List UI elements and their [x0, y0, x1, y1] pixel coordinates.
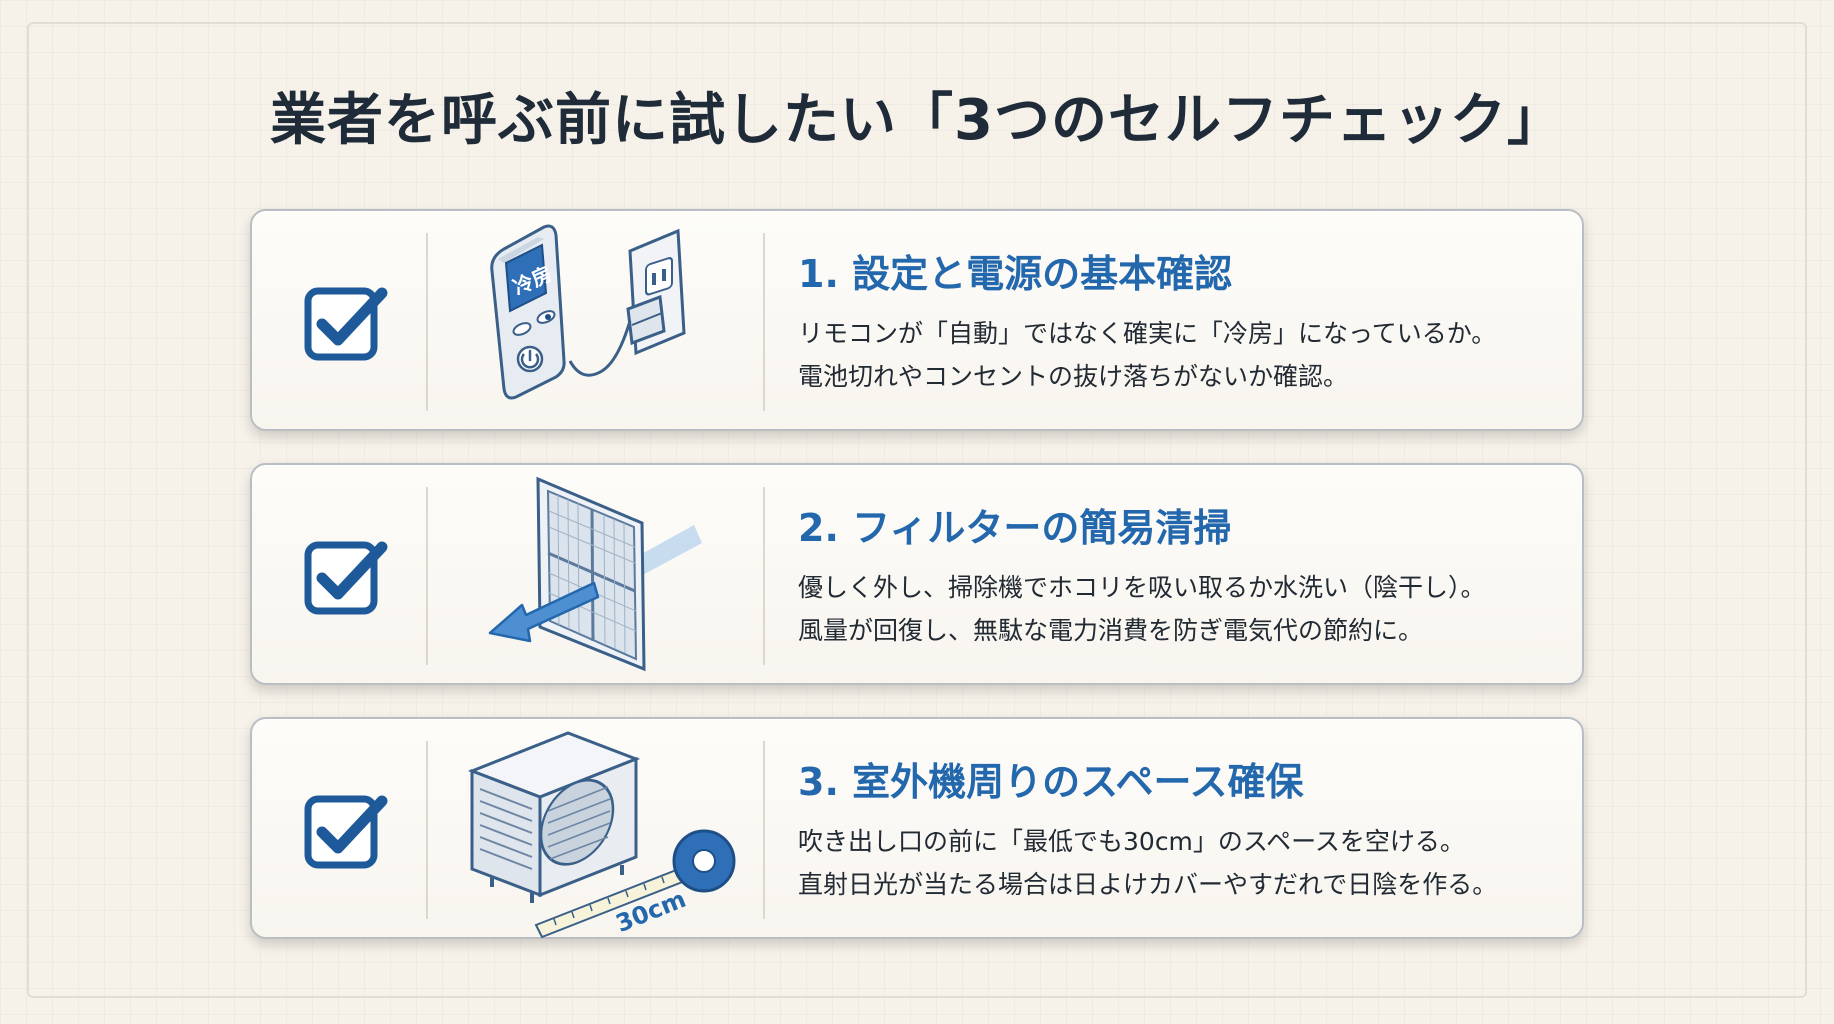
check-title: 2. フィルターの簡易清掃: [798, 506, 1232, 550]
check-description-line: 優しく外し、掃除機でホコリを吸い取るか水洗い（陰干し）。: [798, 573, 1486, 602]
check-description-line: 電池切れやコンセントの抜け落ちがないか確認。: [798, 362, 1349, 391]
checkbox-checked-icon: [304, 795, 388, 869]
remote-and-outlet-icon: 冷房: [490, 224, 686, 400]
page-frame: [27, 22, 1807, 998]
check-description-line: 吹き出し口の前に「最低でも30cm」のスペースを空ける。: [798, 827, 1465, 856]
divider: [426, 233, 428, 411]
page-title: 業者を呼ぶ前に試したい「3つのセルフチェック」: [270, 88, 1564, 153]
filter-removal-icon: [488, 476, 702, 672]
check-description-line: 直射日光が当たる場合は日よけカバーやすだれで日陰を作る。: [798, 870, 1498, 899]
divider: [763, 487, 765, 665]
check-card-1: 冷房 1. 設定と電源の基本確認 リモコンが「自動」ではなく確実に「冷房」になっ…: [250, 209, 1584, 431]
divider: [426, 487, 428, 665]
check-card-2: 2. フィルターの簡易清掃 優しく外し、掃除機でホコリを吸い取るか水洗い（陰干し…: [250, 463, 1584, 685]
divider: [763, 741, 765, 919]
check-card-3: 30cm 3. 室外機周りのスペース確保 吹き出し口の前に「最低でも30cm」の…: [250, 717, 1584, 939]
check-description-line: 風量が回復し、無駄な電力消費を防ぎ電気代の節約に。: [798, 616, 1424, 645]
check-title: 3. 室外機周りのスペース確保: [798, 760, 1304, 804]
outdoor-unit-tape-measure-icon: 30cm: [467, 731, 736, 939]
check-title: 1. 設定と電源の基本確認: [798, 252, 1233, 296]
checkbox-checked-icon: [304, 287, 388, 361]
divider: [426, 741, 428, 919]
checkbox-checked-icon: [304, 541, 388, 615]
divider: [763, 233, 765, 411]
check-description-line: リモコンが「自動」ではなく確実に「冷房」になっているか。: [798, 319, 1497, 348]
